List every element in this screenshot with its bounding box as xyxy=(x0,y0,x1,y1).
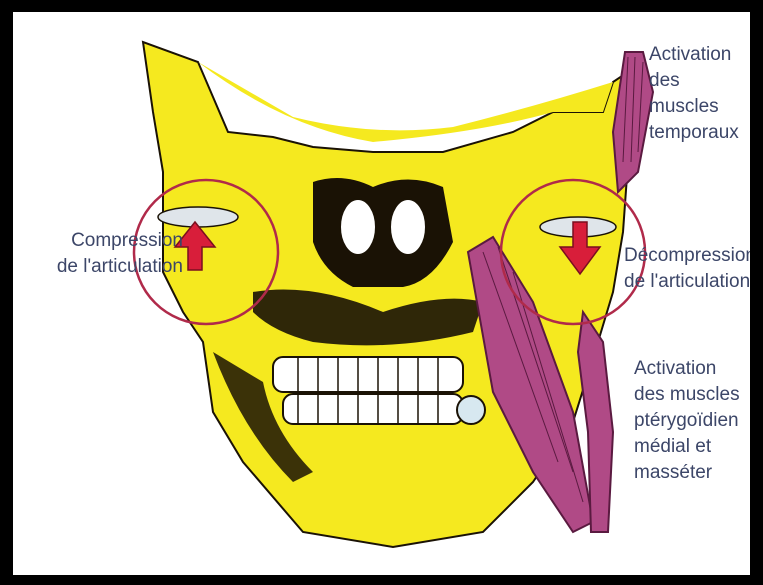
pterygoid-masseter-label: Activation des muscles ptérygoïdien médi… xyxy=(634,356,750,486)
compression-label: Compression de l'articulation xyxy=(33,228,183,280)
nasal-cavity xyxy=(313,178,453,287)
upper-teeth xyxy=(273,357,463,392)
temporal-muscle-label: Activation des muscles temporaux xyxy=(649,42,750,146)
left-orbit xyxy=(340,199,376,255)
molar-highlight xyxy=(457,396,485,424)
right-orbit xyxy=(390,199,426,255)
diagram-canvas: Activation des muscles temporaux Compres… xyxy=(13,12,750,575)
decompression-label: Décompression de l'articulation xyxy=(624,243,750,295)
left-articular-disc xyxy=(158,207,238,227)
lower-teeth xyxy=(283,394,463,424)
